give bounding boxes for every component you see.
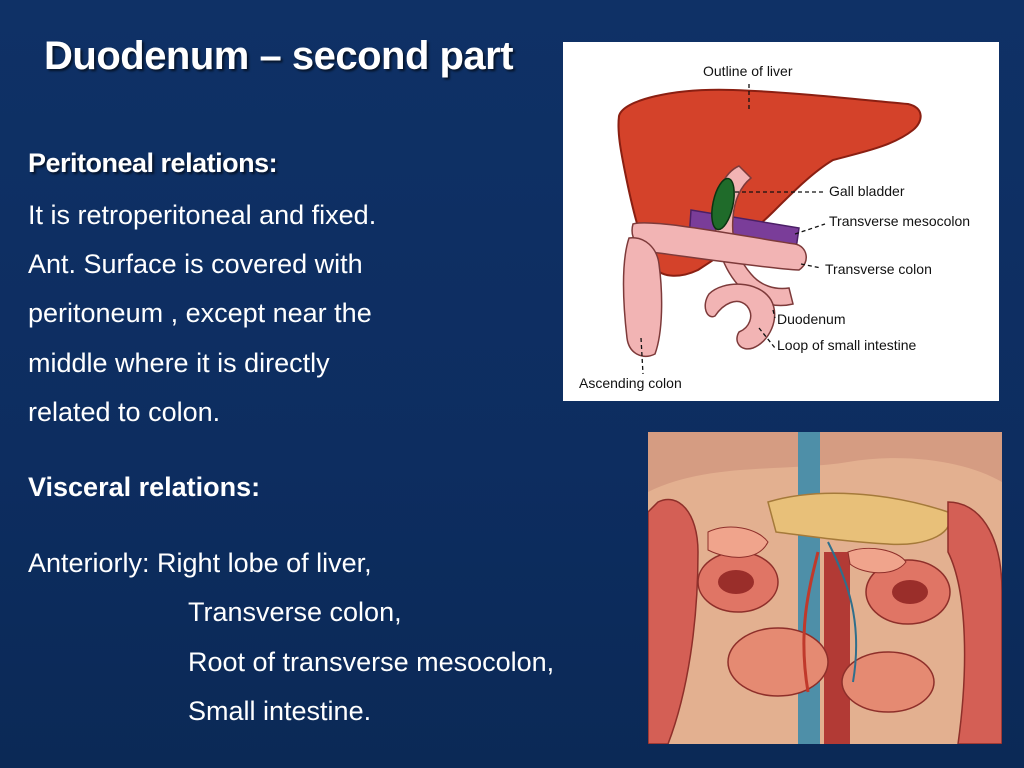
illustration-svg xyxy=(648,432,1002,744)
label-ascending-colon: Ascending colon xyxy=(579,375,682,391)
anatomical-illustration xyxy=(648,432,1002,744)
anterior-relation-line: Small intestine. xyxy=(188,696,372,726)
peritoneal-relations-heading: Peritoneal relations: xyxy=(28,148,278,178)
leader-lines xyxy=(640,84,826,375)
ascending-colon-shape xyxy=(622,237,663,358)
small-intestine-loop-shape xyxy=(704,283,776,350)
anterior-relation-line: Transverse colon, xyxy=(188,597,402,627)
label-gall-bladder: Gall bladder xyxy=(829,183,905,199)
anterior-relation-line: Anteriorly: Right lobe of liver, xyxy=(28,548,372,578)
peritoneal-line: peritoneum , except near the xyxy=(28,298,372,328)
peritoneal-line: It is retroperitoneal and fixed. xyxy=(28,200,377,230)
peritoneal-line: middle where it is directly xyxy=(28,348,330,378)
liver-duodenum-diagram: Outline of liver Gall bladder Transverse… xyxy=(563,42,999,401)
label-loop-of-small-intestine: Loop of small intestine xyxy=(777,337,917,353)
peritoneal-line: related to colon. xyxy=(28,397,221,427)
label-transverse-colon: Transverse colon xyxy=(825,261,932,277)
label-outline-of-liver: Outline of liver xyxy=(703,63,793,79)
peritoneal-line: Ant. Surface is covered with xyxy=(28,249,363,279)
label-transverse-mesocolon: Transverse mesocolon xyxy=(829,213,970,229)
slide-title: Duodenum – second part xyxy=(44,34,514,78)
diagram-svg: Outline of liver Gall bladder Transverse… xyxy=(579,63,970,391)
gall-bladder-shape xyxy=(711,177,735,231)
anterior-relation-line: Root of transverse mesocolon, xyxy=(188,647,555,677)
label-duodenum: Duodenum xyxy=(777,311,846,327)
visceral-relations-heading: Visceral relations: xyxy=(28,472,261,502)
